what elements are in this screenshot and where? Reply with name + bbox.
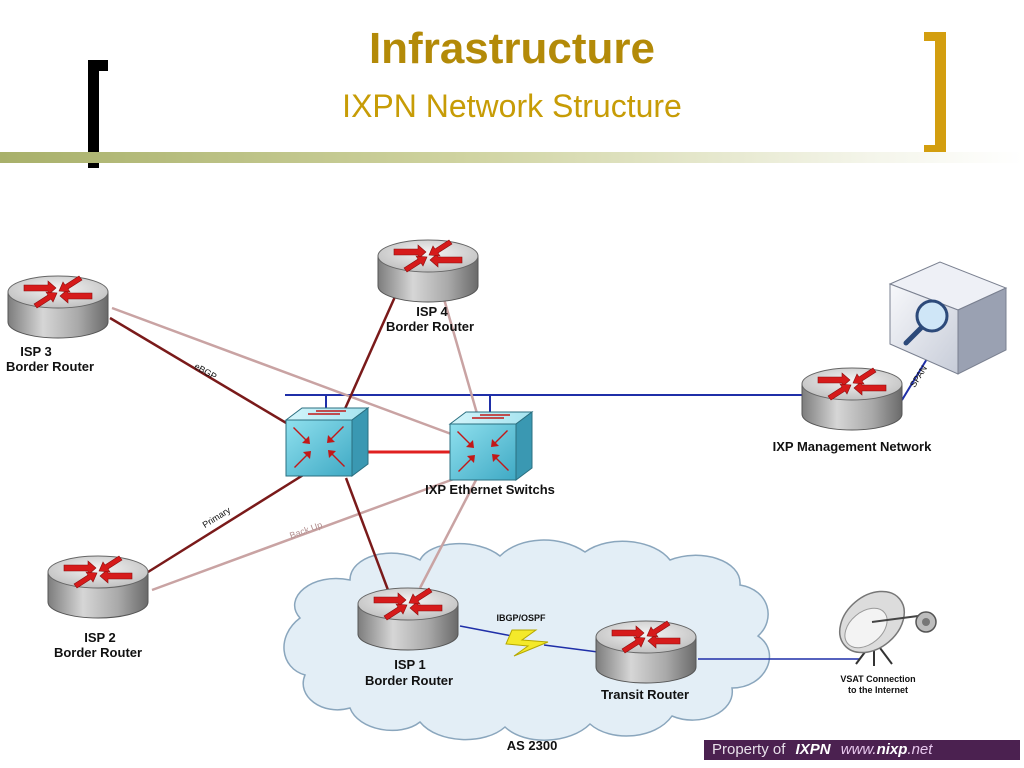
left-bracket-decoration	[88, 60, 108, 168]
isp4-label-line1: ISP 4	[416, 304, 448, 319]
isp4-label-line2: Border Router	[386, 319, 474, 334]
isp1-label-line2: Border Router	[365, 673, 453, 688]
link-isp1-transit-b	[543, 644, 599, 653]
link-isp4-switch2	[440, 291, 482, 425]
link-isp2-switch1	[147, 470, 309, 574]
isp2-router-icon	[47, 555, 149, 619]
link-isp3-switch2	[111, 306, 463, 440]
footer-brand: IXPN	[795, 741, 831, 758]
span-link-label: SPAN	[908, 364, 929, 390]
link-isp1-switch1	[344, 477, 390, 591]
link-isp4-switch1	[338, 289, 400, 421]
lightning-bolt-icon	[505, 629, 549, 657]
mgmt-router-icon	[801, 367, 903, 431]
footer-url-prefix: www.	[840, 741, 877, 758]
cloud-as-label: AS 2300	[507, 738, 558, 753]
backup-link-label: Back Up	[288, 520, 323, 541]
slide-subtitle: IXPN Network Structure	[342, 88, 682, 124]
footer-url-domain: nixp	[876, 741, 908, 758]
ethernet-switch-2-icon	[449, 411, 533, 481]
isp3-label-line1: ISP 3	[20, 344, 52, 359]
monitoring-server-icon	[888, 261, 1008, 375]
isp1-label-line1: ISP 1	[394, 657, 426, 672]
isp4-router-icon	[377, 239, 479, 303]
ethernet-switch-1-icon	[285, 407, 369, 477]
isp3-router-icon	[7, 275, 109, 339]
footer-banner: Property of IXPN www.nixp.net	[704, 740, 1020, 760]
vsat-label-line1: VSAT Connection	[840, 674, 915, 684]
primary-link-label: Primary	[201, 505, 233, 530]
slide-title: Infrastructure	[368, 24, 656, 73]
title-divider-band	[0, 152, 1024, 163]
ebgp-link-label: eBGP	[193, 361, 219, 382]
isp2-label-line2: Border Router	[54, 645, 142, 660]
footer-url-suffix: .net	[907, 741, 933, 758]
footer-url[interactable]: www.nixp.net	[841, 741, 933, 758]
isp2-label-line1: ISP 2	[84, 630, 116, 645]
transit-router-label: Transit Router	[601, 687, 689, 702]
ibgp-ospf-label: IBGP/OSPF	[496, 613, 546, 623]
satellite-dish-icon	[839, 590, 937, 666]
right-bracket-decoration	[924, 32, 946, 154]
footer-property-text: Property of	[712, 741, 786, 758]
link-isp3-switch1	[109, 316, 299, 432]
ethernet-switches-label: IXP Ethernet Switchs	[425, 482, 555, 497]
link-isp1-transit-a	[459, 625, 513, 637]
vsat-label-line2: to the Internet	[848, 685, 908, 695]
transit-router-icon	[595, 620, 697, 684]
link-isp1-switch2	[418, 479, 478, 589]
isp3-label-line2: Border Router	[6, 359, 94, 374]
mgmt-network-label: IXP Management Network	[773, 439, 932, 454]
link-isp2-switch2	[151, 474, 463, 592]
isp1-router-icon	[357, 587, 459, 651]
